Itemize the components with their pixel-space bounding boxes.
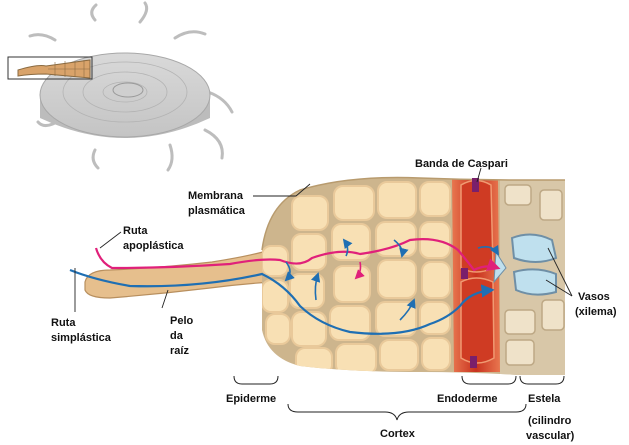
cortex-cell (332, 224, 370, 260)
label-ruta-simplastica-line1: Ruta (51, 317, 76, 329)
cortex-cell (380, 340, 418, 370)
cortex-cell (378, 182, 416, 218)
label-epiderme: Epiderme (226, 393, 276, 405)
cortex-cell (422, 262, 450, 298)
root-hair (85, 250, 272, 298)
cortex-cell (334, 266, 370, 302)
cortex-cell (336, 344, 376, 374)
cortex-cell (330, 306, 370, 340)
label-membrana-line2: plasmática (188, 205, 246, 217)
cortex-cell (290, 274, 324, 308)
cortex-cell (422, 338, 450, 370)
label-pelo-line1: Pelo (170, 315, 194, 327)
label-banda-caspari: Banda de Caspari (415, 158, 508, 170)
cortex-cell (292, 312, 326, 346)
label-estela-line2: (cilindro (528, 415, 572, 427)
root-tissue-block (255, 170, 570, 380)
label-ruta-simplastica-line2: simplástica (51, 332, 112, 344)
label-vasos-line2: (xilema) (575, 306, 617, 318)
cortex-cell (420, 182, 450, 216)
label-ruta-apoplastica-line1: Ruta (123, 225, 148, 237)
cortex-cell (334, 186, 374, 220)
label-cortex: Cortex (380, 428, 416, 440)
cortex-cell (378, 260, 416, 298)
cortex-cell (266, 314, 290, 344)
label-pelo-line3: raíz (170, 345, 189, 357)
root-cross-section-inset (8, 3, 232, 170)
region-brackets (234, 376, 564, 420)
label-membrana-line1: Membrana (188, 190, 244, 202)
label-endoderme: Endoderme (437, 393, 498, 405)
label-estela: Estela (528, 393, 561, 405)
label-ruta-apoplastica-line2: apoplástica (123, 240, 184, 252)
cortex-cell (292, 196, 328, 230)
label-estela-line3: vascular) (526, 430, 575, 442)
label-pelo-line2: da (170, 330, 184, 342)
cortex-cell (262, 280, 288, 312)
label-vasos-line1: Vasos (578, 291, 610, 303)
cortex-cell (296, 348, 332, 374)
